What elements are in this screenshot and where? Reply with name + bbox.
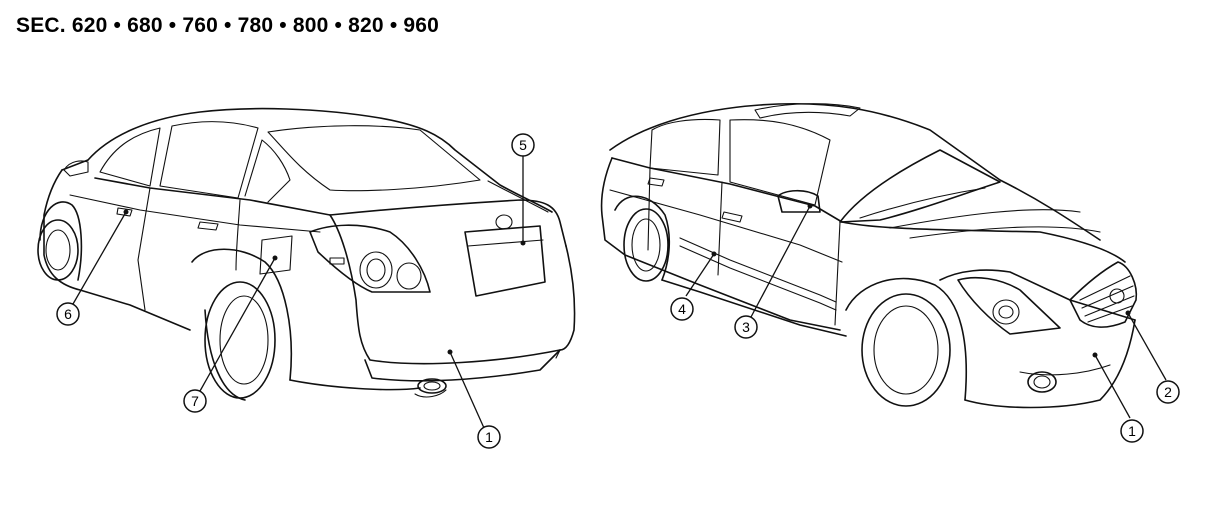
callout-rear-6: 6 (56, 302, 80, 326)
callout-front-2: 2 (1156, 380, 1180, 404)
callout-label: 3 (742, 319, 750, 335)
callout-front-1: 1 (1120, 419, 1144, 443)
front-view-sedan (600, 102, 1138, 409)
front-leader-lines (685, 203, 1167, 419)
callout-label: 5 (519, 137, 527, 153)
callout-label: 1 (485, 429, 493, 445)
callout-front-3: 3 (734, 315, 758, 339)
rear-view-sedan (37, 107, 576, 401)
callout-label: 7 (191, 393, 199, 409)
section-reference-title: SEC. 620 • 680 • 760 • 780 • 800 • 820 •… (16, 14, 440, 37)
callout-rear-1: 1 (477, 425, 501, 449)
callout-label: 6 (64, 306, 72, 322)
callout-label: 4 (678, 301, 686, 317)
callout-label: 1 (1128, 423, 1136, 439)
callout-front-4: 4 (670, 297, 694, 321)
callout-rear-5: 5 (511, 133, 535, 157)
callout-rear-7: 7 (183, 389, 207, 413)
rear-leader-lines (72, 156, 526, 429)
callout-label: 2 (1164, 384, 1172, 400)
